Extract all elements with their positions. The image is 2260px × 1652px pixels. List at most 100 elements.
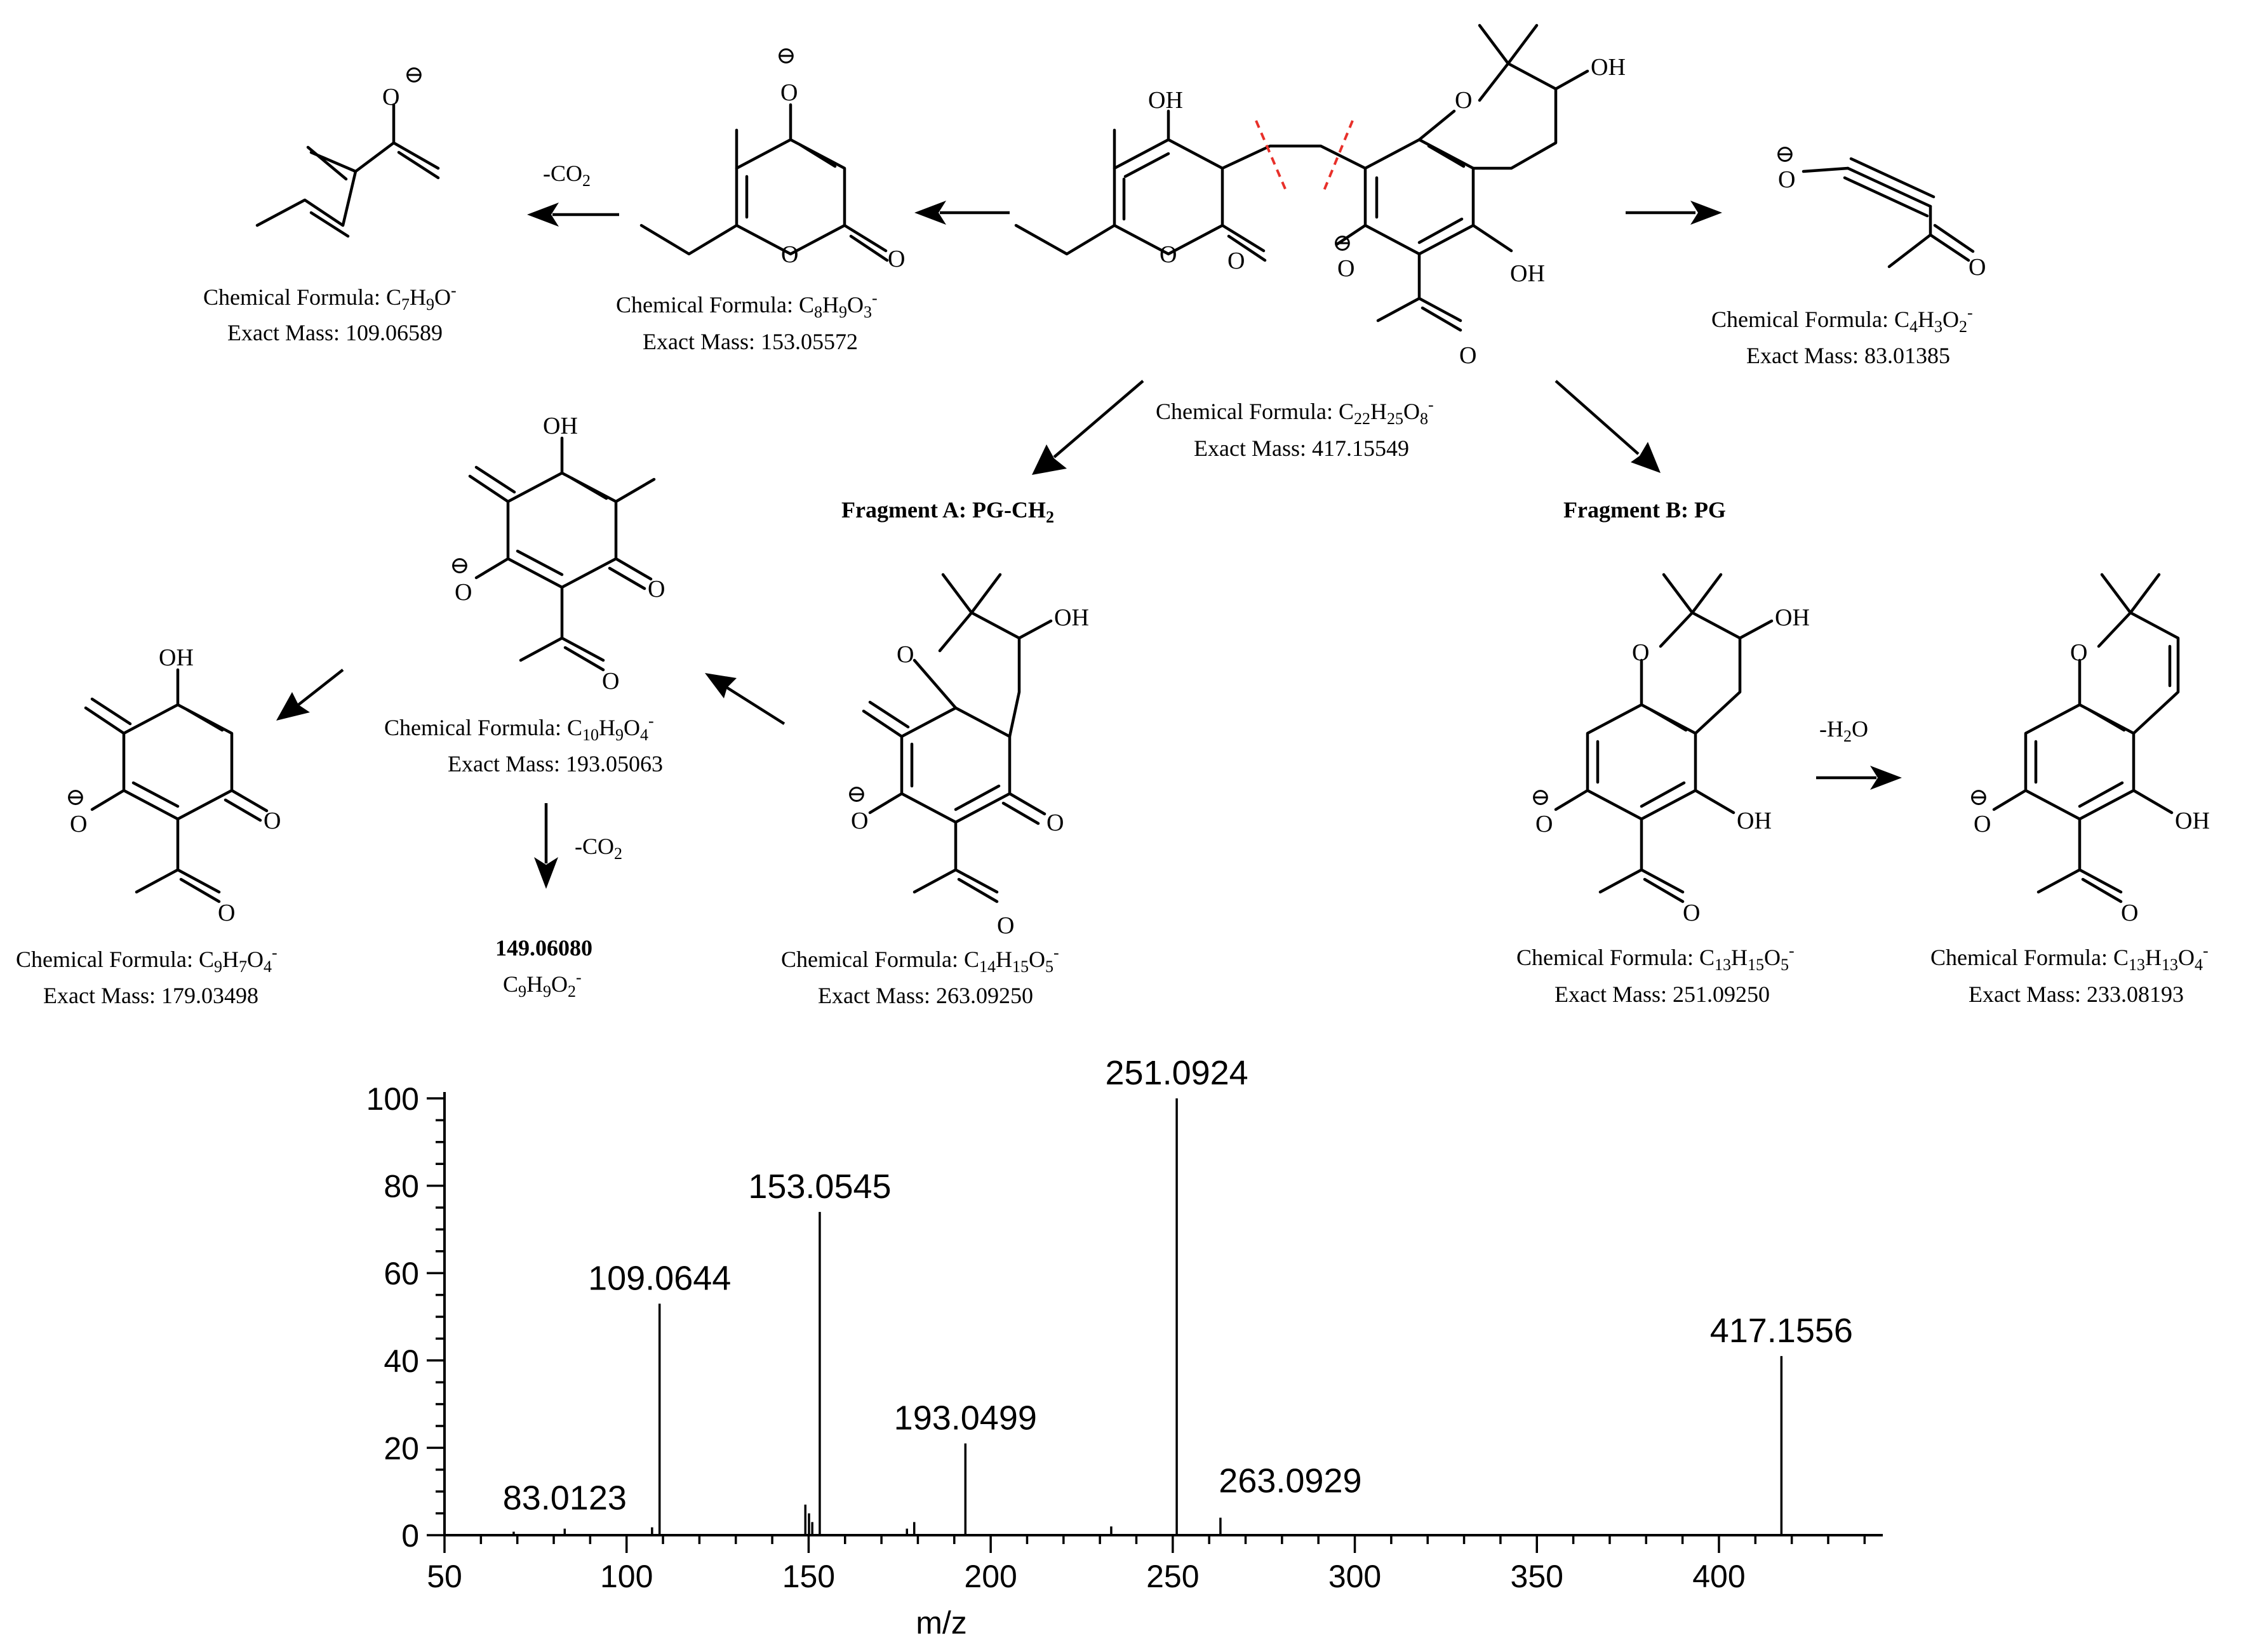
- c7-mass: Exact Mass: 109.06589: [227, 320, 443, 345]
- c13a-mass: Exact Mass: 251.09250: [1555, 982, 1770, 1007]
- parent-molecule: OH O O O OH OH O ⊖ O: [1014, 23, 1626, 369]
- c9b-formula: C9H9O2-: [503, 968, 582, 1001]
- arrow-c8-to-c7: [527, 203, 619, 227]
- c8-mass: Exact Mass: 153.05572: [643, 329, 858, 354]
- c13a-minus-circle: ⊖: [1530, 784, 1551, 811]
- c9-minus-circle: ⊖: [65, 784, 86, 811]
- peak-label: 109.0644: [588, 1259, 731, 1297]
- parent-o-ring2: O: [1455, 87, 1472, 114]
- c7-o: O: [382, 84, 399, 110]
- c10-formula: Chemical Formula: C10H9O4-: [384, 712, 654, 744]
- c13b-mass: Exact Mass: 233.08193: [1969, 982, 2184, 1007]
- c7-minus-circle: ⊖: [404, 62, 424, 88]
- c10-o-acetyl: O: [602, 668, 619, 695]
- c13a-oh-2: OH: [1737, 808, 1772, 834]
- c14-o-keto: O: [1046, 809, 1064, 836]
- c4-formula: Chemical Formula: C4H3O2-: [1711, 303, 1973, 336]
- y-tick-label: 80: [384, 1169, 419, 1204]
- parent-o-acetyl: O: [1459, 342, 1476, 369]
- parent-o-minus: O: [1337, 255, 1354, 282]
- y-tick-label: 40: [384, 1343, 419, 1379]
- x-tick-label: 300: [1328, 1559, 1381, 1594]
- c13a-o-minus: O: [1535, 811, 1553, 837]
- c13b-oh: OH: [2175, 808, 2210, 834]
- parent-oh-3: OH: [1510, 260, 1545, 287]
- c8-molecule: O ⊖ O O: [639, 43, 905, 272]
- x-axis-label: m/z: [916, 1605, 967, 1641]
- label-co2-mid: -CO2: [575, 834, 622, 863]
- x-tick-label: 50: [427, 1559, 462, 1594]
- label-co2-top: -CO2: [543, 161, 591, 190]
- label-h2o: -H2O: [1819, 716, 1868, 745]
- x-tick-label: 100: [600, 1559, 653, 1594]
- c13a-formula: Chemical Formula: C13H15O5-: [1516, 942, 1795, 974]
- c4-o: O: [1778, 166, 1795, 193]
- arrow-c14-to-c10: [705, 673, 786, 725]
- x-tick-label: 250: [1146, 1559, 1199, 1594]
- arrow-parent-to-fragment-b: [1555, 380, 1661, 473]
- c10-oh: OH: [543, 413, 578, 439]
- c10-molecule: OH O O ⊖ O: [450, 413, 665, 695]
- c13b-o-acetyl: O: [2121, 900, 2138, 926]
- peak-label: 263.0929: [1219, 1462, 1361, 1500]
- c8-formula: Chemical Formula: C8H9O3-: [616, 289, 878, 321]
- c13a-o-acetyl: O: [1683, 900, 1700, 926]
- parent-formula: Chemical Formula: C22H25O8-: [1156, 396, 1434, 428]
- y-tick-label: 0: [401, 1518, 419, 1554]
- x-tick-label: 200: [964, 1559, 1017, 1594]
- parent-oh-1: OH: [1148, 87, 1183, 114]
- c9-mass: Exact Mass: 179.03498: [43, 983, 258, 1008]
- c14-o-ring: O: [897, 641, 914, 668]
- c10-minus-circle: ⊖: [450, 552, 470, 579]
- c9-o-keto: O: [264, 808, 281, 834]
- peak-label: 83.0123: [503, 1479, 627, 1517]
- c14-minus-circle: ⊖: [846, 781, 867, 808]
- c13a-molecule: O OH OH O ⊖ O: [1530, 573, 1810, 926]
- peak-label: 153.0545: [748, 1168, 891, 1206]
- parent-oh-2: OH: [1591, 54, 1626, 81]
- arrow-c10-to-c9: [276, 669, 344, 721]
- peak-label: 251.0924: [1105, 1054, 1248, 1092]
- y-tick-label: 20: [384, 1430, 419, 1466]
- c9-o-minus: O: [70, 811, 87, 837]
- arrow-c10-to-c9b: [534, 803, 558, 889]
- c13b-o-minus: O: [1974, 811, 1991, 837]
- parent-o-1: O: [1227, 248, 1245, 274]
- c8-o-carbonyl: O: [888, 246, 905, 272]
- c14-mass: Exact Mass: 263.09250: [818, 983, 1033, 1008]
- c4-mass: Exact Mass: 83.01385: [1746, 343, 1950, 368]
- c9-oh: OH: [159, 644, 194, 671]
- x-tick-label: 350: [1511, 1559, 1563, 1594]
- arrow-parent-to-fragment-a: [1032, 380, 1144, 475]
- c8-minus-circle: ⊖: [776, 43, 796, 69]
- parent-o-ring: O: [1160, 241, 1177, 268]
- c14-formula: Chemical Formula: C14H15O5-: [781, 943, 1059, 976]
- arrow-parent-to-c8: [914, 201, 1010, 225]
- c10-mass: Exact Mass: 193.05063: [448, 751, 663, 776]
- c13b-minus-circle: ⊖: [1969, 784, 1989, 811]
- peak-label: 193.0499: [894, 1399, 1037, 1437]
- peak-label: 417.1556: [1710, 1312, 1853, 1350]
- c10-o-minus: O: [455, 579, 472, 606]
- c4-o-carbonyl: O: [1969, 254, 1986, 281]
- c8-o-ring: O: [781, 241, 798, 268]
- c9-formula: Chemical Formula: C9H7O4-: [16, 943, 277, 976]
- parent-minus-circle: ⊖: [1332, 230, 1353, 256]
- c7-molecule: O ⊖: [255, 62, 440, 238]
- c13a-oh-1: OH: [1775, 604, 1810, 631]
- c9b-mass: 149.06080: [495, 935, 592, 961]
- c14-o-acetyl: O: [997, 912, 1014, 939]
- c13b-formula: Chemical Formula: C13H13O4-: [1930, 942, 2209, 974]
- c7-formula: Chemical Formula: C7H9O-: [203, 281, 457, 314]
- c8-o-top: O: [780, 79, 798, 106]
- c10-o-keto: O: [648, 576, 665, 603]
- c9-molecule: OH O O ⊖ O: [65, 644, 281, 926]
- c4-minus-circle: ⊖: [1775, 141, 1795, 168]
- y-tick-label: 100: [366, 1081, 419, 1117]
- c14-o-minus: O: [851, 808, 868, 834]
- c13b-molecule: O OH O ⊖ O: [1969, 573, 2210, 926]
- fragment-a-title: Fragment A: PG-CH2: [841, 497, 1054, 526]
- parent-mass: Exact Mass: 417.15549: [1194, 436, 1409, 461]
